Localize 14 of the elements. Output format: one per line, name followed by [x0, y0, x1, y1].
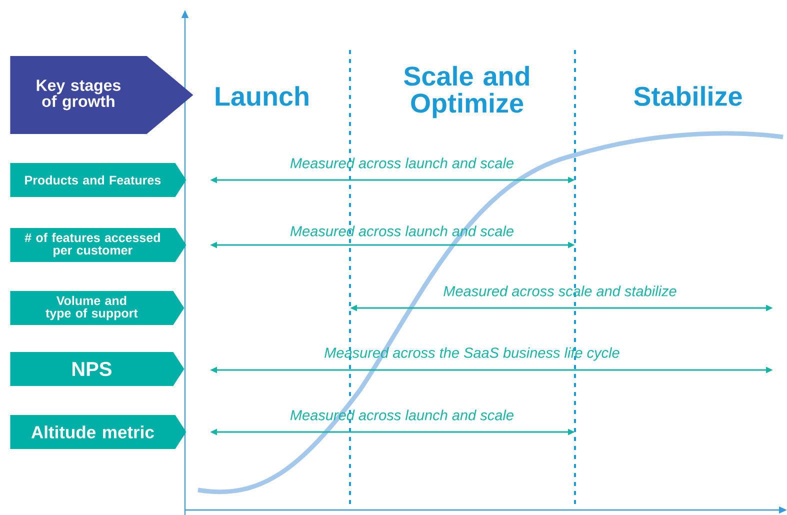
stage-title: Stabilize	[634, 86, 742, 106]
measure-label: Measured across launch and scale	[290, 226, 514, 236]
stage-title: Launch	[216, 86, 308, 106]
metric-box: Altitude metric	[10, 415, 186, 449]
metric-box: NPS	[10, 352, 184, 386]
metric-box: # of features accessed per customer	[10, 228, 186, 262]
stage-title: Scale and Optimize	[404, 66, 529, 118]
measure-label: Measured across launch and scale	[290, 158, 514, 168]
measure-label: Measured across the SaaS business life cycle	[324, 347, 620, 361]
metric-box: Volume and type of support	[10, 291, 184, 325]
measure-label: Measured across launch and scale	[290, 410, 514, 420]
measure-label: Measured across scale and stabilize	[444, 286, 676, 296]
metric-box: Products and Features	[10, 163, 186, 197]
stage-heading-box: Key stages of growth	[10, 56, 194, 134]
